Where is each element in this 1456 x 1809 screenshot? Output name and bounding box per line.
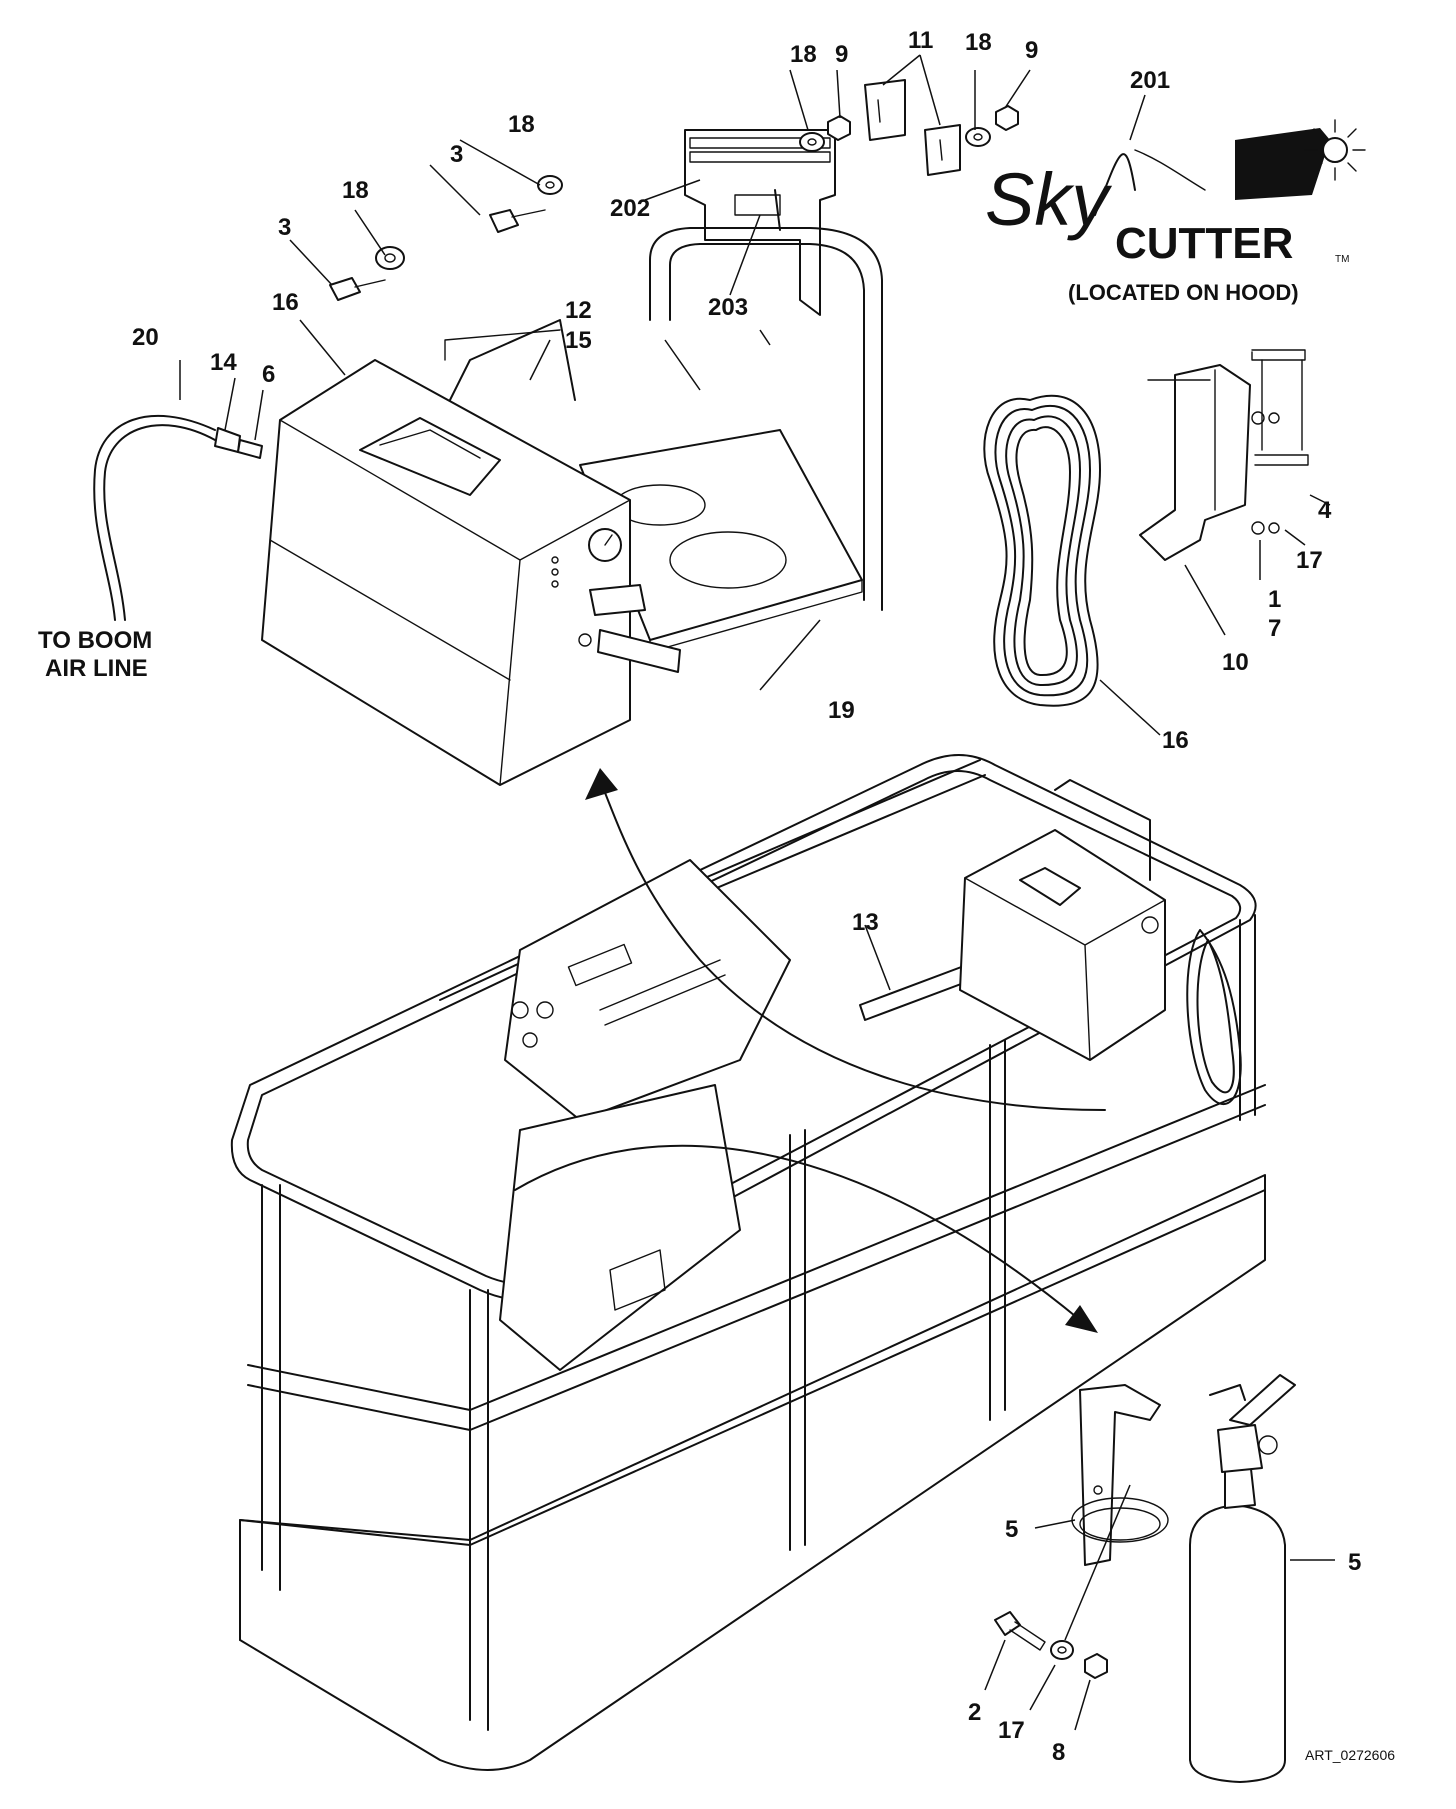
hardware-bottom <box>984 1484 1131 1731</box>
boom-air-line-note: AIR LINE <box>45 655 148 682</box>
callout-3: 3 <box>450 141 463 168</box>
fire-extinguisher <box>1189 1374 1335 1783</box>
decal-203 <box>734 194 781 216</box>
logo-trademark: TM <box>1335 254 1349 265</box>
hardware-top <box>179 54 1031 691</box>
logo-location-note: (LOCATED ON HOOD) <box>1068 280 1299 305</box>
callout-18: 18 <box>342 177 369 204</box>
callout-labels: 18 9 11 18 9 201 18 3 18 3 202 203 16 12… <box>38 27 1395 1766</box>
torch-lead-coil <box>983 394 1161 736</box>
callout-9: 9 <box>835 41 848 68</box>
tray <box>579 429 863 653</box>
installed-unit <box>959 779 1242 1105</box>
arrow-icon <box>599 779 1106 1111</box>
callout-7: 7 <box>1268 615 1281 642</box>
extinguisher-bracket <box>1034 1384 1169 1566</box>
rail-bracket <box>1139 349 1331 636</box>
callout-5: 5 <box>1005 1516 1018 1543</box>
callout-5: 5 <box>1348 1549 1361 1576</box>
callout-8: 8 <box>1052 1739 1065 1766</box>
air-line <box>93 415 263 621</box>
boom-air-line-note: TO BOOM <box>38 627 152 654</box>
callout-14: 14 <box>210 349 237 376</box>
callout-19: 19 <box>828 697 855 724</box>
callout-20: 20 <box>132 324 159 351</box>
callout-4: 4 <box>1318 497 1332 524</box>
arrow-icon <box>514 1144 1081 1321</box>
callout-3: 3 <box>278 214 291 241</box>
callout-15: 15 <box>565 327 592 354</box>
callout-18: 18 <box>790 41 817 68</box>
callout-12: 12 <box>565 297 592 324</box>
callout-16: 16 <box>1162 727 1189 754</box>
platform-basket <box>230 754 1266 1771</box>
callout-203: 203 <box>708 294 748 321</box>
callout-2: 2 <box>968 1699 981 1726</box>
plasma-cutter-unit <box>261 319 681 786</box>
spark-icon <box>1304 119 1366 181</box>
callout-201: 201 <box>1130 67 1170 94</box>
callout-1: 1 <box>1268 586 1281 613</box>
nut-icon <box>827 115 851 141</box>
art-id: ART_0272606 <box>1305 1747 1395 1763</box>
callout-17: 17 <box>1296 547 1323 574</box>
callout-9: 9 <box>1025 37 1038 64</box>
logo-word-sky: Sky <box>985 158 1112 241</box>
skycutter-logo: Sky CUTTER TM (LOCATED ON HOOD) <box>985 94 1366 305</box>
callout-18: 18 <box>965 29 992 56</box>
callout-6: 6 <box>262 361 275 388</box>
washer-icon <box>537 175 563 195</box>
callout-18: 18 <box>508 111 535 138</box>
callout-13: 13 <box>852 909 879 936</box>
callout-16: 16 <box>272 289 299 316</box>
mounting-bracket <box>649 129 883 611</box>
logo-word-cutter: CUTTER <box>1115 219 1293 268</box>
callout-202: 202 <box>610 195 650 222</box>
callout-10: 10 <box>1222 649 1249 676</box>
callout-17: 17 <box>998 1717 1025 1744</box>
callout-11: 11 <box>908 27 933 54</box>
install-arrows <box>514 768 1106 1333</box>
logo-torch-icon <box>1235 128 1330 200</box>
control-console <box>499 859 791 1371</box>
